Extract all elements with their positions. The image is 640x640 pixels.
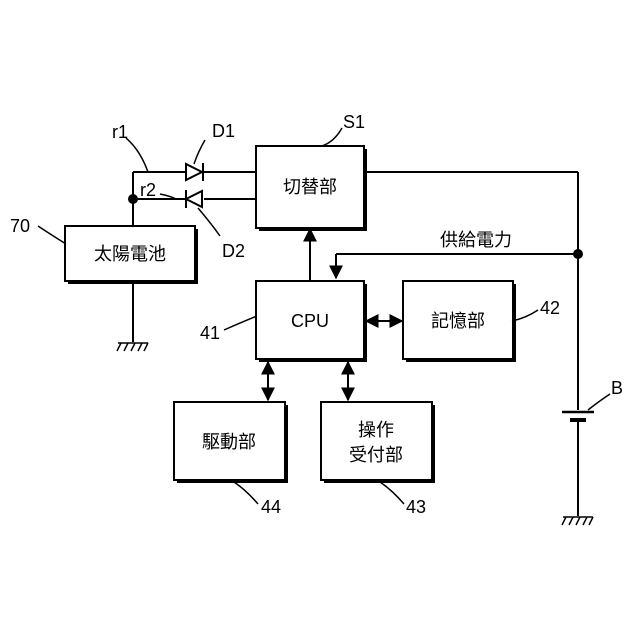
leader-s1 bbox=[322, 128, 342, 146]
leader-b bbox=[588, 394, 610, 410]
block-memory: 記憶部 bbox=[403, 281, 516, 362]
block-operation-label-1: 操作 bbox=[358, 420, 394, 441]
leader-41 bbox=[224, 316, 257, 330]
leader-d2 bbox=[198, 208, 220, 236]
block-memory-label: 記憶部 bbox=[431, 311, 485, 332]
diode-d1 bbox=[186, 163, 203, 181]
label-power-supply: 供給電力 bbox=[440, 230, 512, 251]
label-41: 41 bbox=[200, 323, 220, 343]
label-d1: D1 bbox=[212, 121, 235, 141]
label-battery: B bbox=[611, 378, 623, 398]
diode-d2 bbox=[186, 190, 202, 208]
label-44: 44 bbox=[261, 497, 281, 517]
leader-d1 bbox=[194, 140, 205, 164]
block-solar-cell: 太陽電池 bbox=[65, 226, 198, 284]
ground-symbol-battery bbox=[562, 517, 593, 525]
label-r1: r1 bbox=[112, 122, 128, 142]
label-43: 43 bbox=[406, 497, 426, 517]
block-switch-label: 切替部 bbox=[283, 177, 337, 198]
leader-70 bbox=[38, 226, 66, 244]
leader-44 bbox=[234, 482, 258, 504]
block-operation: 操作 受付部 bbox=[321, 402, 435, 483]
label-d2: D2 bbox=[222, 241, 245, 261]
leader-43 bbox=[380, 482, 404, 504]
label-70: 70 bbox=[10, 216, 30, 236]
leader-r1 bbox=[126, 138, 148, 172]
block-solar-cell-label: 太陽電池 bbox=[94, 244, 166, 265]
junction-dot-solar bbox=[128, 194, 138, 204]
block-cpu: CPU bbox=[256, 281, 367, 362]
battery-symbol bbox=[562, 412, 594, 420]
block-operation-label-2: 受付部 bbox=[349, 445, 403, 466]
block-cpu-label: CPU bbox=[291, 311, 329, 331]
block-drive: 駆動部 bbox=[174, 402, 288, 483]
block-switch: 切替部 bbox=[256, 146, 367, 231]
ground-symbol-solar bbox=[117, 343, 148, 351]
label-r2: r2 bbox=[140, 180, 156, 200]
block-drive-label: 駆動部 bbox=[202, 432, 256, 453]
label-s1: S1 bbox=[343, 112, 365, 132]
label-42: 42 bbox=[540, 298, 560, 318]
